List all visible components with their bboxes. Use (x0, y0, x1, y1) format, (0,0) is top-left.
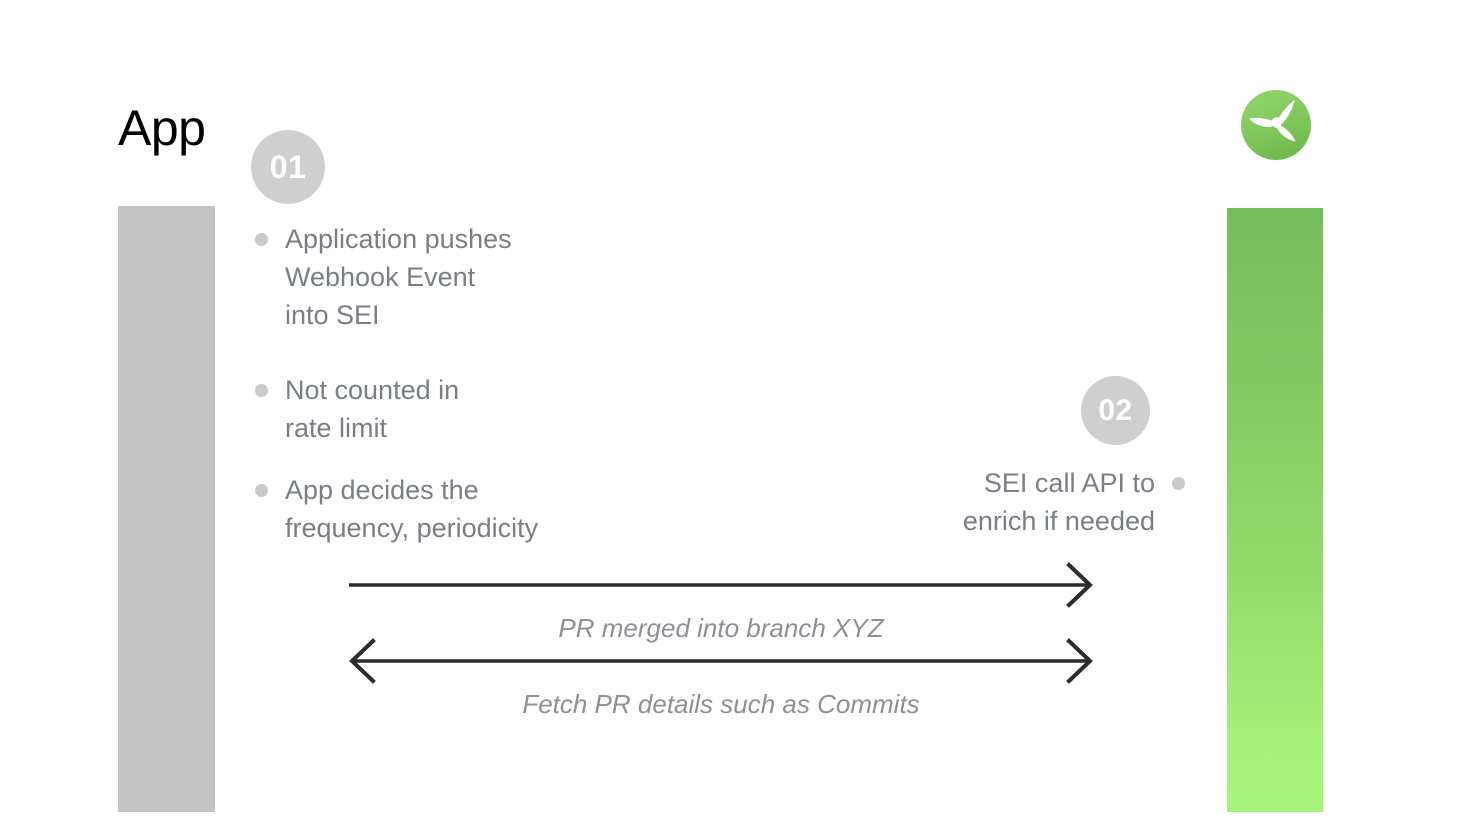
fetch-pr-arrow: Fetch PR details such as Commits (347, 638, 1095, 721)
pr-merged-arrow: PR merged into branch XYZ (347, 562, 1095, 645)
list-item: Not counted in rate limit (255, 371, 538, 447)
bullet-dot-icon (255, 484, 268, 497)
list-item: App decides the frequency, periodicity (255, 471, 538, 547)
step-02-bullets: SEI call API to enrich if needed (880, 464, 1185, 564)
list-item: Application pushes Webhook Event into SE… (255, 220, 538, 334)
bullet-text: App decides the frequency, periodicity (285, 475, 539, 543)
step-01-bullets: Application pushes Webhook Event into SE… (255, 220, 538, 571)
sei-lane-bar (1227, 208, 1323, 812)
bullet-text: Not counted in rate limit (285, 375, 460, 443)
bullet-dot-icon (1172, 477, 1185, 490)
list-item: SEI call API to enrich if needed (880, 464, 1185, 540)
propeller-logo-icon (1240, 89, 1312, 161)
bullet-text: Application pushes Webhook Event into SE… (285, 224, 512, 330)
bullet-dot-icon (255, 233, 268, 246)
bullet-text: SEI call API to enrich if needed (962, 468, 1155, 536)
step-badge-01: 01 (251, 130, 325, 204)
step-badge-02: 02 (1081, 376, 1150, 445)
app-lane-bar (118, 206, 215, 812)
page-title: App (118, 100, 206, 156)
arrow-label: PR merged into branch XYZ (558, 613, 884, 643)
bullet-dot-icon (255, 384, 268, 397)
arrow-label: Fetch PR details such as Commits (522, 689, 920, 719)
